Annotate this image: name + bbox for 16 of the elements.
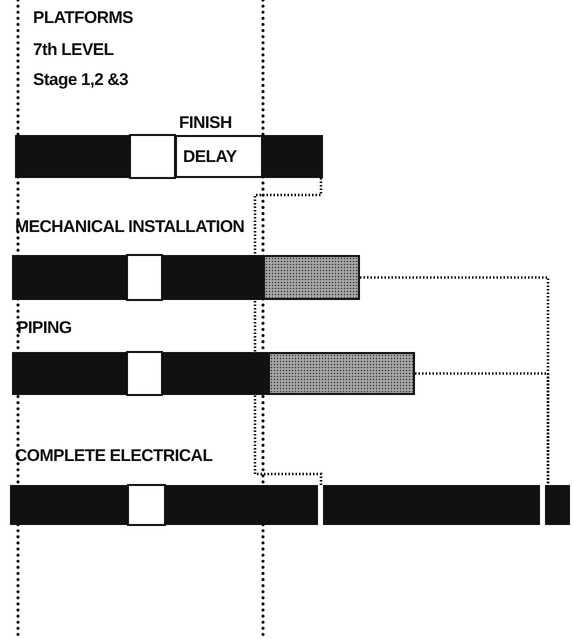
milestone-label: FINISH — [179, 113, 232, 133]
text-label: COMPLETE ELECTRICAL — [15, 446, 212, 466]
dependency-line — [415, 372, 550, 485]
task-bar — [545, 485, 570, 525]
task-bar — [263, 135, 323, 178]
task-box: DELAY — [175, 135, 263, 178]
text-label: Stage 1,2 &3 — [33, 70, 128, 90]
dependency-line — [254, 178, 322, 485]
text-label: PLATFORMS — [33, 8, 134, 28]
text-label: 7th LEVEL — [33, 40, 114, 60]
task-bar — [323, 485, 540, 525]
text-label: PIPING — [17, 318, 72, 338]
text-label: MECHANICAL INSTALLATION — [15, 217, 244, 237]
shaded-bar — [263, 255, 360, 300]
dependency-line — [360, 276, 550, 485]
shaded-bar — [268, 352, 415, 395]
